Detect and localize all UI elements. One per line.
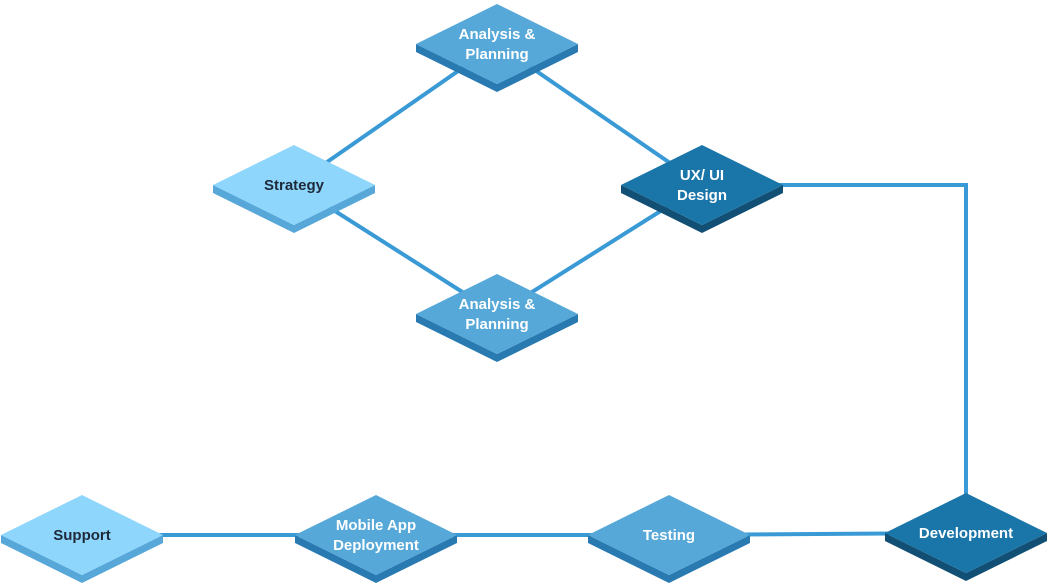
node-label-ux-ui-design-line-1: UX/ UI <box>680 167 724 184</box>
node-shape-analysis-planning-bottom <box>416 274 578 354</box>
node-side-ux-ui-design <box>621 185 783 233</box>
node-label-testing-line-1: Testing <box>643 527 695 544</box>
connector-ux-ui-design-to-development <box>702 183 968 533</box>
node-side-testing <box>588 535 750 583</box>
node-label-ux-ui-design-line-2: Design <box>677 187 727 204</box>
node-label-analysis-planning-bottom-line-1: Analysis & <box>459 296 536 313</box>
node-side-support <box>1 535 163 583</box>
node-label-support-line-1: Support <box>53 527 111 544</box>
node-shape-ux-ui-design <box>621 145 783 225</box>
node-label-analysis-planning-top-line-2: Planning <box>465 46 528 63</box>
node-label-strategy-line-1: Strategy <box>264 177 325 194</box>
node-analysis-planning-top: Analysis & Planning <box>416 4 578 92</box>
node-shape-development <box>885 493 1047 573</box>
node-analysis-planning-bottom: Analysis & Planning <box>416 274 578 362</box>
node-label-development-line-1: Development <box>919 525 1013 542</box>
node-label-analysis-planning-bottom-line-2: Planning <box>465 316 528 333</box>
node-shape-testing <box>588 495 750 575</box>
node-shape-support <box>1 495 163 575</box>
node-shape-mobile-app-deployment <box>295 495 457 575</box>
node-shape-analysis-planning-top <box>416 4 578 84</box>
node-shape-strategy <box>213 145 375 225</box>
node-ux-ui-design: UX/ UI Design <box>621 145 783 233</box>
node-label-mobile-app-deployment-line-1: Mobile App <box>336 517 416 534</box>
node-side-development <box>885 533 1047 581</box>
node-strategy: Strategy <box>213 145 375 233</box>
node-side-analysis-planning-top <box>416 44 578 92</box>
node-label-analysis-planning-top-line-1: Analysis & <box>459 26 536 43</box>
node-label-mobile-app-deployment-line-2: Deployment <box>333 537 419 554</box>
node-side-analysis-planning-bottom <box>416 314 578 362</box>
node-development: Development <box>885 493 1047 581</box>
node-testing: Testing <box>588 495 750 583</box>
node-support: Support <box>1 495 163 583</box>
